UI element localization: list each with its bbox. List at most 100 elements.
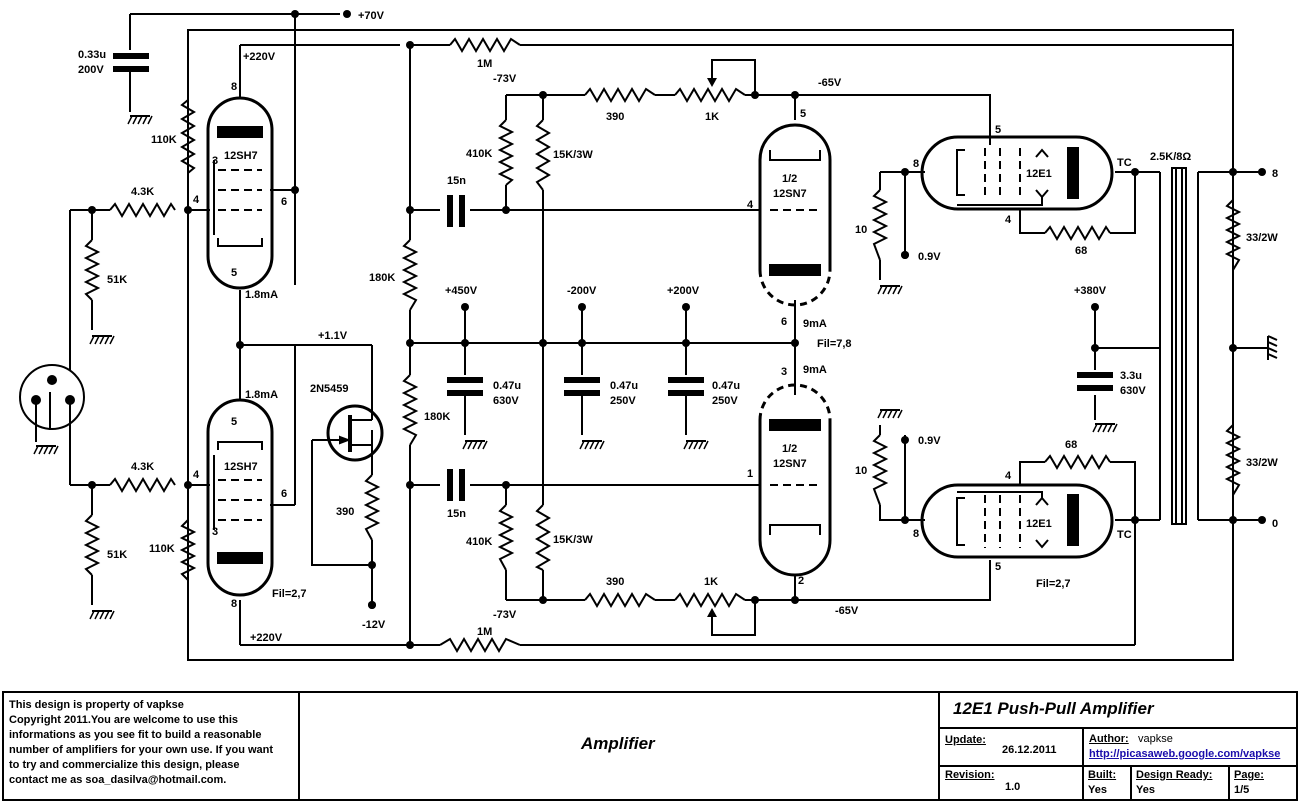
schematic-label-v65: -65V	[818, 77, 842, 89]
schematic-label-r1m: 1M	[477, 58, 492, 70]
schematic-label-v11: +1.1V	[318, 330, 348, 342]
schematic-label-pin6: 6	[281, 488, 287, 500]
schematic-label-pin1: 1	[747, 468, 753, 480]
schematic-label-v250: 250V	[610, 395, 636, 407]
schematic-label-r1m: 1M	[477, 626, 492, 638]
schematic-label-r68: 68	[1075, 245, 1087, 257]
schematic-label-rail-70: +70V	[358, 10, 385, 22]
schematic-label-pin2: 2	[798, 575, 804, 587]
schematic-label-i9ma: 9mA	[803, 364, 827, 376]
schematic-label-pin6: 6	[281, 196, 287, 208]
schematic-label-pin5: 5	[995, 124, 1001, 136]
schematic-label-pin8: 8	[231, 81, 237, 93]
schematic-label-cap33: 3.3u	[1120, 370, 1142, 382]
wiring	[49, 13, 1268, 661]
update-label: Update:	[945, 734, 986, 746]
schematic-label-cap-200v: 200V	[78, 64, 104, 76]
schematic-label-v09: 0.9V	[918, 251, 941, 263]
schematic-label-cap047: 0.47u	[712, 380, 740, 392]
page-value: 1/5	[1234, 784, 1250, 796]
schematic-label-v630: 630V	[493, 395, 519, 407]
schematic-label-v200p: +200V	[667, 285, 700, 297]
notice-line: number of amplifiers for your own use. I…	[9, 744, 274, 756]
built-value: Yes	[1088, 784, 1107, 796]
revision-box	[938, 765, 1084, 801]
schematic-label-r51k-top: 51K	[107, 274, 127, 286]
schematic-label-i18ma: 1.8mA	[245, 389, 278, 401]
schematic-label-pin4: 4	[1005, 470, 1012, 482]
schematic-label-r15k3w: 15K/3W	[553, 149, 593, 161]
schematic-label-pin8: 8	[913, 528, 919, 540]
schematic-label-r33-2w: 33/2W	[1246, 232, 1278, 244]
update-value: 26.12.2011	[1002, 744, 1057, 756]
schematic-label-r10: 10	[855, 224, 867, 236]
author-box	[1082, 727, 1298, 767]
notice-line: informations as you see fit to build a r…	[9, 729, 262, 741]
schematic-label-pin6: 6	[781, 316, 787, 328]
sheet-name: Amplifier	[581, 734, 655, 753]
schematic-label-r1k: 1K	[705, 111, 719, 123]
schematic-label-tube-12sn7: 12SN7	[773, 458, 807, 470]
schematic-label-r68: 68	[1065, 439, 1077, 451]
schematic-label-v250: 250V	[712, 395, 738, 407]
schematic-label-v200n: -200V	[567, 285, 597, 297]
author-value: vapkse	[1138, 733, 1173, 745]
schematic-label-tc: TC	[1117, 157, 1132, 169]
schematic-label-r10: 10	[855, 465, 867, 477]
schematic-label-r43k-bot: 4.3K	[131, 461, 154, 473]
schematic-label-pin4: 4	[747, 199, 754, 211]
schematic-label-tube-12e1: 12E1	[1026, 518, 1052, 530]
notice-line: contact me as soa_dasilva@hotmail.com.	[9, 774, 227, 786]
schematic-label-r43k-top: 4.3K	[131, 186, 154, 198]
notice-text: This design is property of vapkse Copyri…	[9, 698, 299, 788]
schematic-label-pin3: 3	[781, 366, 787, 378]
author-url-link[interactable]: http://picasaweb.google.com/vapkse	[1089, 748, 1281, 760]
tube-12sh7-bottom	[206, 398, 274, 597]
chassis-ground	[1267, 335, 1278, 360]
schematic-label-cap-033: 0.33u	[78, 49, 106, 61]
schematic-label-pin5: 5	[800, 108, 806, 120]
schematic-label-half: 1/2	[782, 173, 797, 185]
author-label: Author:	[1089, 733, 1129, 745]
schematic-label-r33-2w: 33/2W	[1246, 457, 1278, 469]
schematic-label-r180k: 180K	[369, 272, 395, 284]
schematic-label-pin3: 3	[212, 526, 218, 538]
schematic-label-out8: 8	[1272, 168, 1278, 180]
design-ready-label: Design Ready:	[1136, 769, 1213, 781]
schematic-label-v220-bot: +220V	[250, 632, 283, 644]
schematic-label-r410k: 410K	[466, 148, 492, 160]
schematic-label-tube-12sh7: 12SH7	[224, 150, 258, 162]
notice-line: to try and commercialize this design, pl…	[9, 759, 240, 771]
schematic-label-pin4: 4	[193, 469, 200, 481]
schematic-label-half: 1/2	[782, 443, 797, 455]
output-transformer	[1171, 167, 1199, 525]
schematic-label-cap047: 0.47u	[610, 380, 638, 392]
cap-leads	[129, 72, 687, 435]
design-ready-box	[1130, 765, 1230, 801]
capacitors	[113, 53, 1113, 501]
schematic-label-v630: 630V	[1120, 385, 1146, 397]
supply-dots	[368, 251, 909, 609]
schematic-label-c15n: 15n	[447, 508, 466, 520]
schematic-label-r410k: 410K	[466, 536, 492, 548]
page-label: Page:	[1234, 769, 1264, 781]
schematic-label-r1k: 1K	[704, 576, 718, 588]
schematic-label-r110k-bot: 110K	[149, 543, 175, 555]
schematic-label-r390: 390	[336, 506, 354, 518]
tube-12e1-top	[920, 135, 1114, 211]
pot-wipers	[707, 70, 717, 625]
tube-12sh7-top	[206, 96, 274, 290]
schematic-label-fil27: Fil=2,7	[272, 588, 307, 600]
schematic-label-tc: TC	[1117, 529, 1132, 541]
schematic-label-tube-12e1: 12E1	[1026, 168, 1052, 180]
schematic-label-jfet: 2N5459	[310, 383, 349, 395]
schematic-label-pin5: 5	[231, 416, 237, 428]
notice-line: Copyright 2011.You are welcome to use th…	[9, 714, 239, 726]
schematic-label-fil27: Fil=2,7	[1036, 578, 1071, 590]
schematic-label-cap047: 0.47u	[493, 380, 521, 392]
schematic-label-c15n: 15n	[447, 175, 466, 187]
schematic-label-v73: -73V	[493, 73, 517, 85]
tube-12sn7-bottom	[758, 383, 832, 577]
schematic-label-v65: -65V	[835, 605, 859, 617]
schematic-label-i18ma: 1.8mA	[245, 289, 278, 301]
